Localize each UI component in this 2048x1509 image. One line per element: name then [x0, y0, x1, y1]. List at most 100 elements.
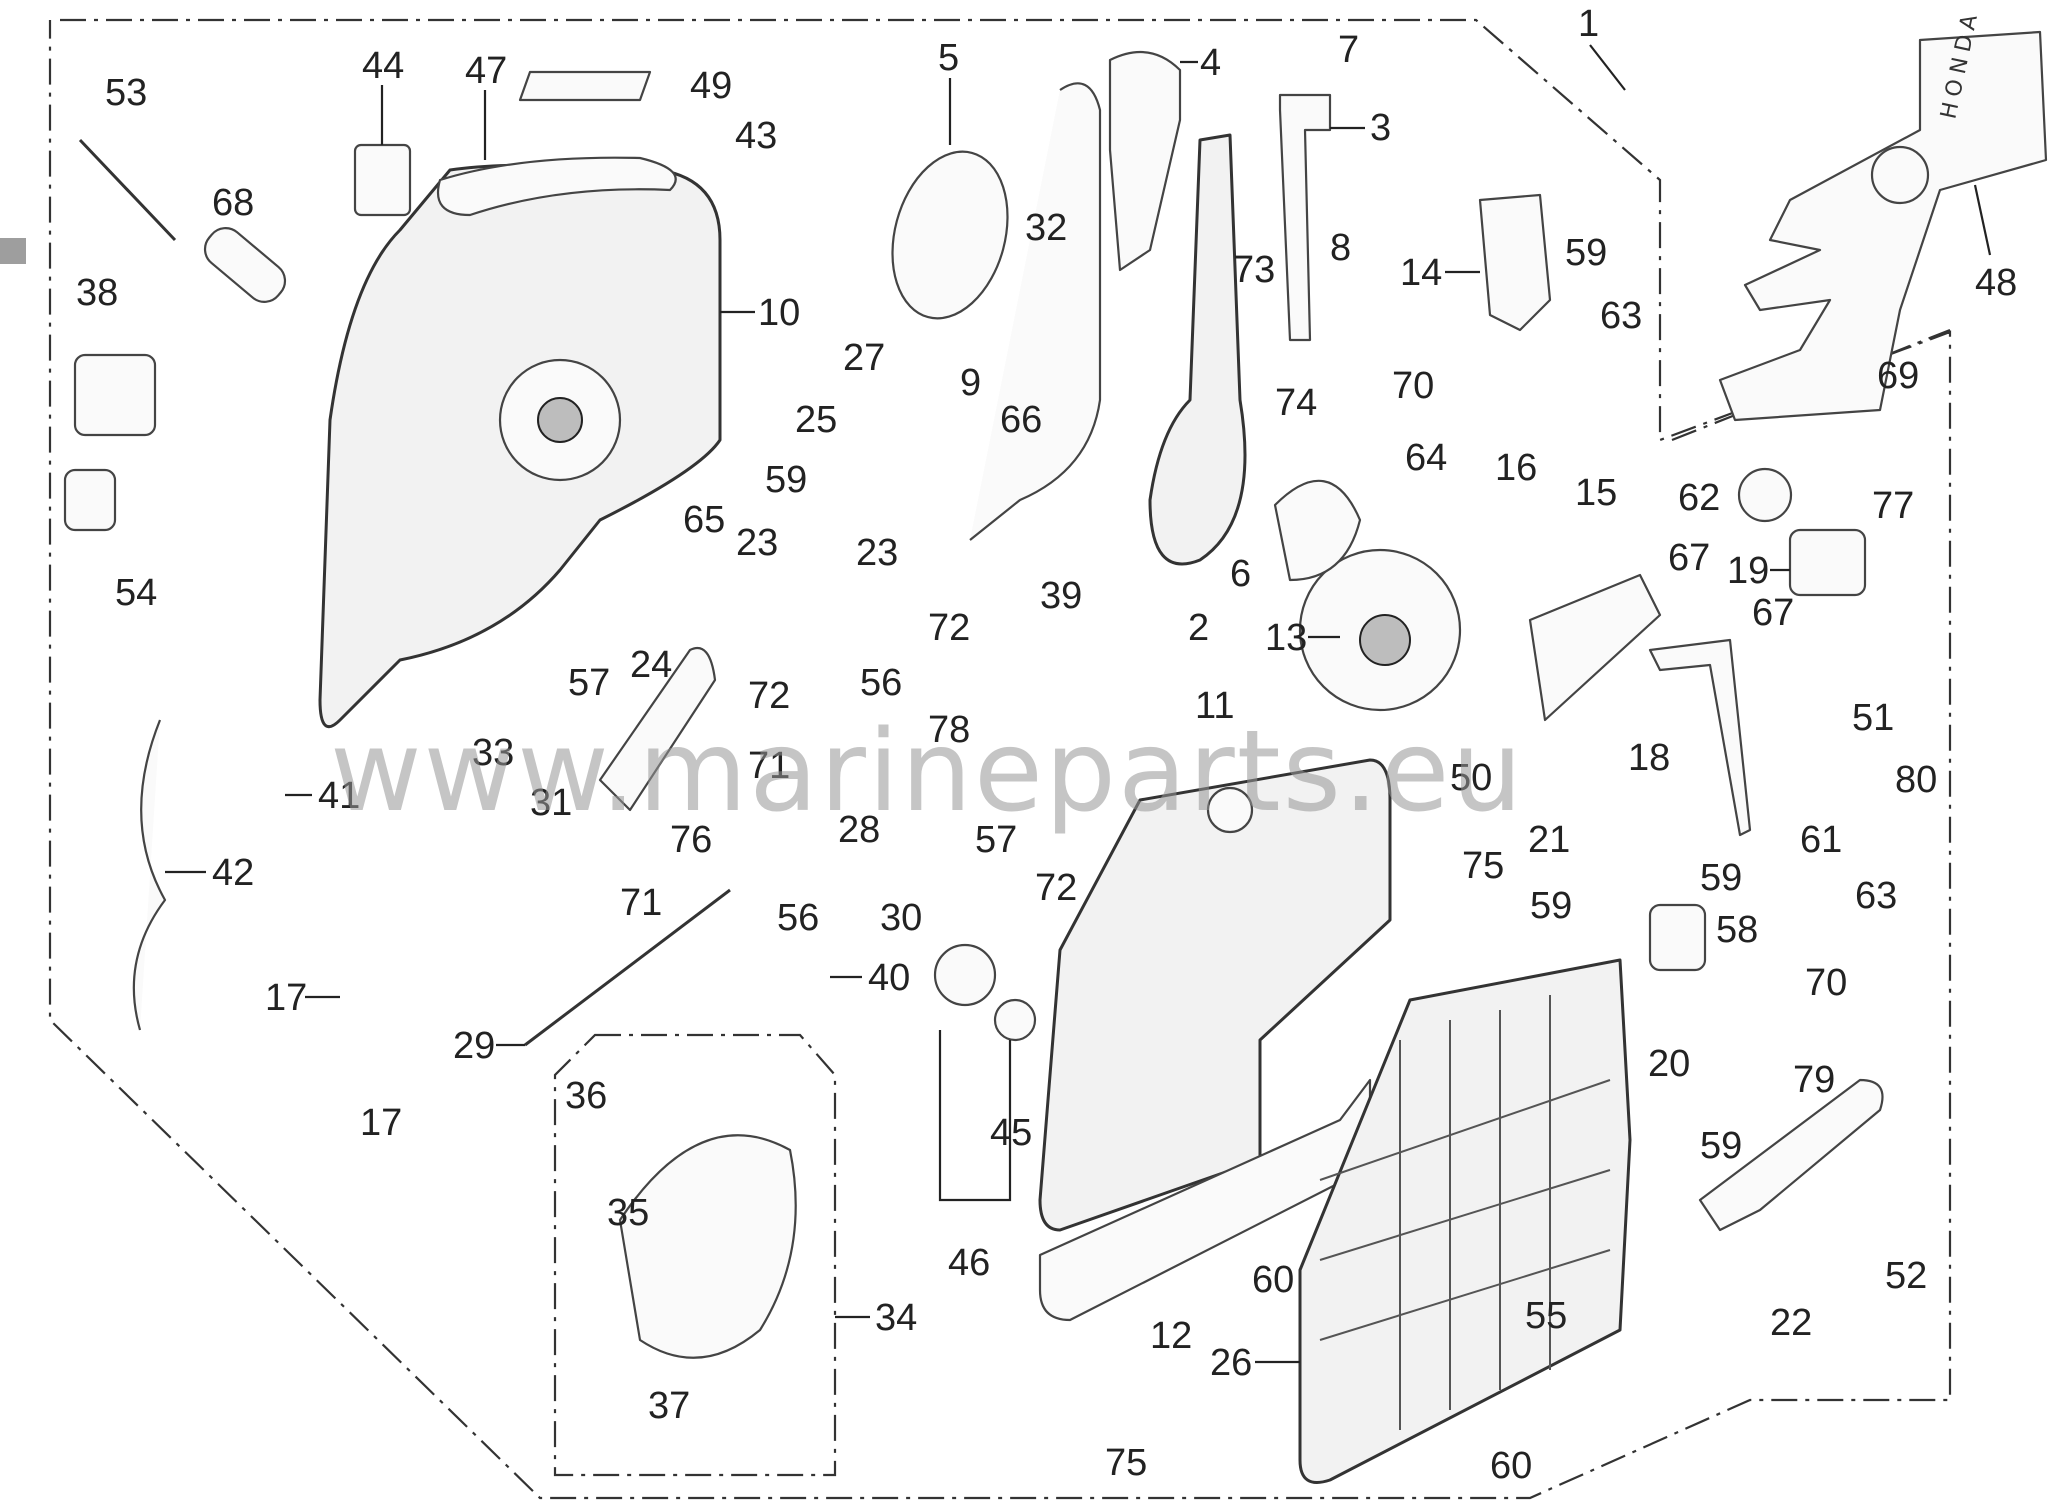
callout-46: 46 — [948, 1242, 990, 1284]
part-38-ignition-switch — [73, 353, 157, 437]
part-22-arm — [1698, 1078, 1884, 1232]
callout-33: 33 — [472, 732, 514, 774]
callout-3: 3 — [1370, 107, 1391, 149]
part-26-grid-cover — [1298, 958, 1632, 1484]
callout-17-a: 17 — [265, 977, 307, 1019]
callout-56-b: 56 — [777, 897, 819, 939]
part-14-plate — [1478, 193, 1552, 332]
callout-72-c: 72 — [1035, 867, 1077, 909]
callout-58: 58 — [1716, 909, 1758, 951]
callout-75-b: 75 — [1105, 1442, 1147, 1484]
callout-59-d: 59 — [1530, 885, 1572, 927]
part-3-bracket — [1278, 93, 1332, 342]
callout-68: 68 — [212, 182, 254, 224]
callout-19: 19 — [1727, 550, 1769, 592]
callout-61: 61 — [1800, 819, 1842, 861]
callout-80: 80 — [1895, 759, 1937, 801]
callout-73: 73 — [1233, 249, 1275, 291]
callout-51: 51 — [1852, 697, 1894, 739]
part-2-control-arm — [1148, 133, 1247, 566]
callout-54: 54 — [115, 572, 157, 614]
part-45-cap — [993, 998, 1037, 1042]
callout-47: 47 — [465, 50, 507, 92]
page-edge-marker — [0, 238, 26, 264]
callout-28: 28 — [838, 809, 880, 851]
callout-70-a: 70 — [1392, 365, 1434, 407]
callout-72-a: 72 — [928, 607, 970, 649]
callout-63-a: 63 — [1600, 295, 1642, 337]
callout-59-c: 59 — [1700, 857, 1742, 899]
part-29-rod — [524, 888, 731, 1047]
callout-1: 1 — [1578, 3, 1599, 45]
callout-14: 14 — [1400, 252, 1442, 294]
callout-56-a: 56 — [860, 662, 902, 704]
part-6-cam — [1273, 479, 1362, 582]
callout-41: 41 — [318, 775, 360, 817]
part-39-cable — [969, 82, 1102, 541]
callout-22: 22 — [1770, 1302, 1812, 1344]
part-48-top-cover — [1718, 30, 2048, 422]
callout-71-a: 71 — [748, 745, 790, 787]
callout-30: 30 — [880, 897, 922, 939]
assembly-boundary — [48, 18, 1952, 1500]
callout-7: 7 — [1338, 29, 1359, 71]
callout-45: 45 — [990, 1112, 1032, 1154]
callout-11: 11 — [1195, 685, 1234, 727]
callout-31: 31 — [530, 782, 572, 824]
part-68-sleeve — [203, 227, 287, 303]
callout-29: 29 — [453, 1025, 495, 1067]
callout-66: 66 — [1000, 399, 1042, 441]
callout-8: 8 — [1330, 227, 1351, 269]
part-62-seal — [1737, 467, 1793, 523]
part-18-link — [1648, 638, 1752, 837]
callout-9: 9 — [960, 362, 981, 404]
callout-49: 49 — [690, 65, 732, 107]
callout-59-e: 59 — [1700, 1125, 1742, 1167]
callout-78: 78 — [928, 709, 970, 751]
part-26-grid-lines — [1319, 995, 1611, 1430]
part-46-switch — [933, 943, 997, 1007]
callout-43: 43 — [735, 115, 777, 157]
callout-48: 48 — [1975, 262, 2017, 304]
callout-64: 64 — [1405, 437, 1447, 479]
callout-55: 55 — [1525, 1295, 1567, 1337]
part-31-lever — [598, 647, 717, 812]
callout-79: 79 — [1793, 1059, 1835, 1101]
callout-71-b: 71 — [620, 882, 662, 924]
callout-67-a: 67 — [1668, 537, 1710, 579]
callout-57-a: 57 — [568, 662, 610, 704]
callout-59-a: 59 — [765, 459, 807, 501]
callout-57-b: 57 — [975, 819, 1017, 861]
callout-62: 62 — [1678, 477, 1720, 519]
callout-26: 26 — [1210, 1342, 1252, 1384]
callout-69: 69 — [1877, 355, 1919, 397]
callout-65: 65 — [683, 499, 725, 541]
callout-18: 18 — [1628, 737, 1670, 779]
part-42-lanyard-cord — [132, 719, 167, 1031]
callout-13: 13 — [1265, 617, 1307, 659]
callout-20: 20 — [1648, 1043, 1690, 1085]
callout-52: 52 — [1885, 1255, 1927, 1297]
callout-23-b: 23 — [856, 532, 898, 574]
callout-63-b: 63 — [1855, 875, 1897, 917]
part-10-bearing-center — [537, 397, 583, 443]
callout-38: 38 — [76, 272, 118, 314]
callout-17-b: 17 — [360, 1102, 402, 1144]
part-15-gasket — [1528, 573, 1662, 722]
callout-16: 16 — [1495, 447, 1537, 489]
callout-76: 76 — [670, 819, 712, 861]
part-44-switch-panel — [353, 143, 412, 217]
callout-4-a: 4 — [1200, 42, 1221, 84]
callout-35: 35 — [607, 1192, 649, 1234]
callout-77: 77 — [1872, 485, 1914, 527]
callout-32: 32 — [1025, 207, 1067, 249]
callout-15: 15 — [1575, 472, 1617, 514]
part-53-bolt — [78, 138, 177, 242]
callout-23-a: 23 — [736, 522, 778, 564]
part-34-wire-harness — [618, 1134, 797, 1359]
callout-53: 53 — [105, 72, 147, 114]
callout-70-b: 70 — [1805, 962, 1847, 1004]
callout-59-b: 59 — [1565, 232, 1607, 274]
part-38-key — [63, 468, 117, 532]
callout-24: 24 — [630, 644, 672, 686]
